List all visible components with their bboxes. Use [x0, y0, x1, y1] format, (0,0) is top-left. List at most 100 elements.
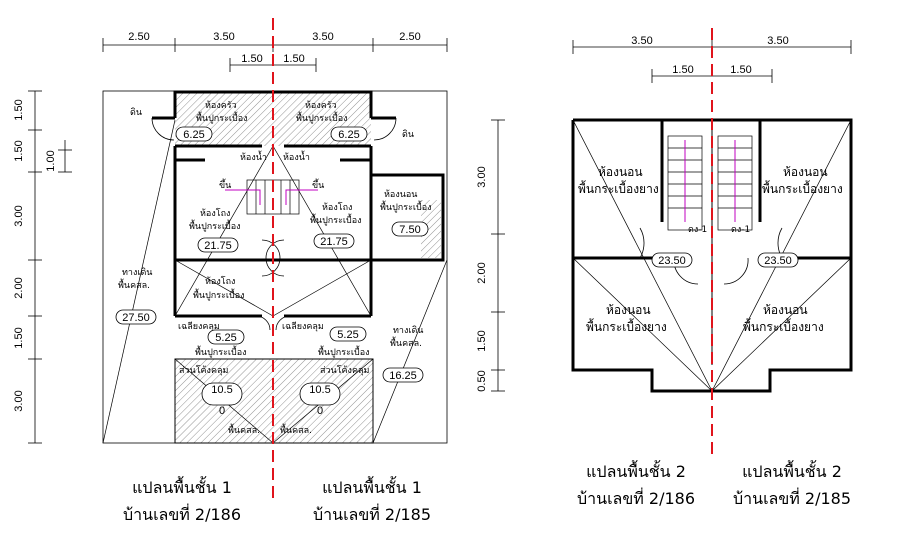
top-dimension-line: [102, 38, 448, 72]
area-carport-right-tag: 10.5 0: [299, 382, 341, 417]
upper-floor-plan: 3.50 3.50 1.50 1.50 3.00 2.00 1.50 0.50: [476, 35, 853, 508]
dim-top-1: 2.50: [128, 31, 149, 43]
dim-left-7: 3.00: [13, 390, 25, 411]
bedroom-floor-ur: พื้นกระเบื้องยาง: [762, 180, 843, 196]
kitchen-floor-left: พื้นปูกระเบื้อง: [196, 111, 248, 124]
bedroom-label-lr: ห้องนอน: [763, 303, 808, 317]
hall-floor-right: พื้นปูกระเบื้อง: [310, 213, 362, 226]
bedroom-hatch: [421, 200, 441, 258]
bathroom-label-right: ห้องน้ำ: [283, 150, 310, 163]
bedroom-floor-ul: พื้นกระเบื้องยาง: [578, 180, 659, 196]
area-bedroom-tag: 7.50: [391, 221, 429, 237]
door-swings: [151, 117, 397, 331]
dim-left-3: 1.00: [45, 150, 57, 171]
kitchen-label-left: ห้องครัว: [205, 100, 237, 111]
area-walkway-left-tag: 27.50: [115, 309, 157, 325]
ground-floor-diagonals: [102, 119, 448, 444]
dim-top-inner-1: 1.50: [241, 53, 262, 65]
hall-label-left: ห้องโถง: [200, 208, 230, 219]
caption-plan1-left-title: แปลนพื้นชั้น 1: [132, 476, 232, 497]
area-kitchen-right-tag: 6.25: [330, 126, 368, 142]
soil-label-right: ดิน: [402, 129, 414, 140]
area-hall-right-tag: 21.75: [313, 233, 355, 249]
walkway-floor-right: พื้นคสล.: [390, 336, 422, 349]
area-kitchen-left: 6.25: [183, 129, 204, 141]
area-walkway-right-tag: 16.25: [382, 367, 424, 383]
dim2-left-4: 0.50: [476, 370, 488, 391]
area-walkway-left: 27.50: [122, 312, 150, 324]
hall-label-right: ห้องโถง: [322, 202, 352, 213]
carport-label-right: ส่วนโค้งคลุม: [320, 365, 369, 376]
area-hall-left-tag: 21.75: [197, 237, 239, 253]
bathroom-label-left: ห้องน้ำ: [240, 150, 267, 163]
stair-tag-left: ดง-1: [688, 225, 707, 235]
dim2-top-2: 3.50: [767, 35, 788, 47]
caption-plan2-right-title: แปลนพื้นชั้น 2: [742, 460, 842, 481]
area-carport-left: 10.5: [211, 384, 232, 396]
area-upper-right: 23.50: [764, 255, 792, 267]
stair-up-right: ขึ้น: [312, 178, 324, 191]
area-hall-right: 21.75: [320, 236, 348, 248]
ground-stairs: [246, 179, 300, 215]
dim-left-6: 1.50: [13, 327, 25, 348]
ground-floor-plan: 2.50 3.50 3.50 2.50 1.50 1.50 1.50 1.50 …: [13, 31, 448, 524]
bedroom-floor: พื้นปูกระเบื้อง: [380, 200, 432, 213]
bedroom-floor-lr: พื้นกระเบื้องยาง: [743, 318, 824, 334]
area-porch-left-tag: 5.25: [207, 329, 245, 345]
area-kitchen-right: 6.25: [338, 129, 359, 141]
dim-top-4: 2.50: [399, 31, 420, 43]
walkway-label-right: ทางเดิน: [393, 325, 423, 336]
area-kitchen-left-tag: 6.25: [175, 126, 213, 142]
kitchen-floor-right: พื้นปูกระเบื้อง: [296, 111, 348, 124]
carport-floor-left: พื้นคสล.: [228, 423, 260, 436]
carport-floor-right: พื้นคสล.: [280, 423, 312, 436]
hall2-floor-left: พื้นปูกระเบื้อง: [193, 288, 245, 301]
walkway-label-left: ทางเดิน: [122, 267, 152, 278]
stair-tag-right: ดง-1: [731, 225, 750, 235]
porch-floor-left: พื้นปูกระเบื้อง: [195, 345, 247, 358]
stair-up-left: ขึ้น: [219, 178, 231, 191]
area-porch-right-tag: 5.25: [329, 326, 367, 342]
carport-label-left: ส่วนโค้งคลุม: [179, 365, 228, 376]
caption-plan2-left-title: แปลนพื้นชั้น 2: [586, 460, 686, 481]
dim-top-inner-2: 1.50: [283, 53, 304, 65]
area-hall-left: 21.75: [204, 240, 232, 252]
porch-label-right: เฉลียงคลุม: [282, 321, 324, 332]
area-carport-left-tag: 10.5 0: [201, 382, 243, 417]
soil-label-left: ดิน: [130, 107, 142, 118]
ground-stair-arrows: [225, 189, 318, 205]
area-carport-right-sub: 0: [317, 405, 323, 417]
dim2-left-3: 1.50: [476, 330, 488, 351]
caption-plan1-right-house: บ้านเลขที่ 2/185: [313, 503, 431, 524]
upper-stairs: [667, 135, 753, 231]
bedroom-label-ll: ห้องนอน: [606, 303, 651, 317]
caption-plan2-left-house: บ้านเลขที่ 2/186: [577, 487, 695, 508]
kitchen-label-right: ห้องครัว: [305, 100, 337, 111]
dim2-top-inner-2: 1.50: [730, 64, 751, 76]
area-upper-left-tag: 23.50: [651, 252, 693, 268]
area-carport-right: 10.5: [309, 384, 330, 396]
dim2-left-2: 2.00: [476, 262, 488, 283]
bedroom-label: ห้องนอน: [384, 189, 417, 200]
caption-plan1-right-title: แปลนพื้นชั้น 1: [322, 476, 422, 497]
walkway-floor-left: พื้นคสล.: [118, 278, 150, 291]
area-walkway-right: 16.25: [389, 370, 417, 382]
hall2-label-left: ห้องโถง: [205, 276, 235, 287]
left-dimension-line: [28, 90, 72, 444]
bedroom-floor-ll: พื้นกระเบื้องยาง: [586, 318, 667, 334]
dim-top-3: 3.50: [312, 31, 333, 43]
dim-left-2: 1.50: [13, 140, 25, 161]
dim-left-1: 1.50: [13, 99, 25, 120]
porch-floor-right: พื้นปูกระเบื้อง: [318, 345, 370, 358]
area-porch-left: 5.25: [215, 332, 236, 344]
bedroom-label-ul: ห้องนอน: [598, 165, 643, 179]
dim2-left-1: 3.00: [476, 166, 488, 187]
dim-top-2: 3.50: [213, 31, 234, 43]
area-porch-right: 5.25: [337, 329, 358, 341]
dim-left-5: 2.00: [13, 277, 25, 298]
caption-plan2-right-house: บ้านเลขที่ 2/185: [733, 487, 851, 508]
area-upper-left: 23.50: [658, 255, 686, 267]
dim2-top-1: 3.50: [631, 35, 652, 47]
area-upper-right-tag: 23.50: [757, 252, 799, 268]
